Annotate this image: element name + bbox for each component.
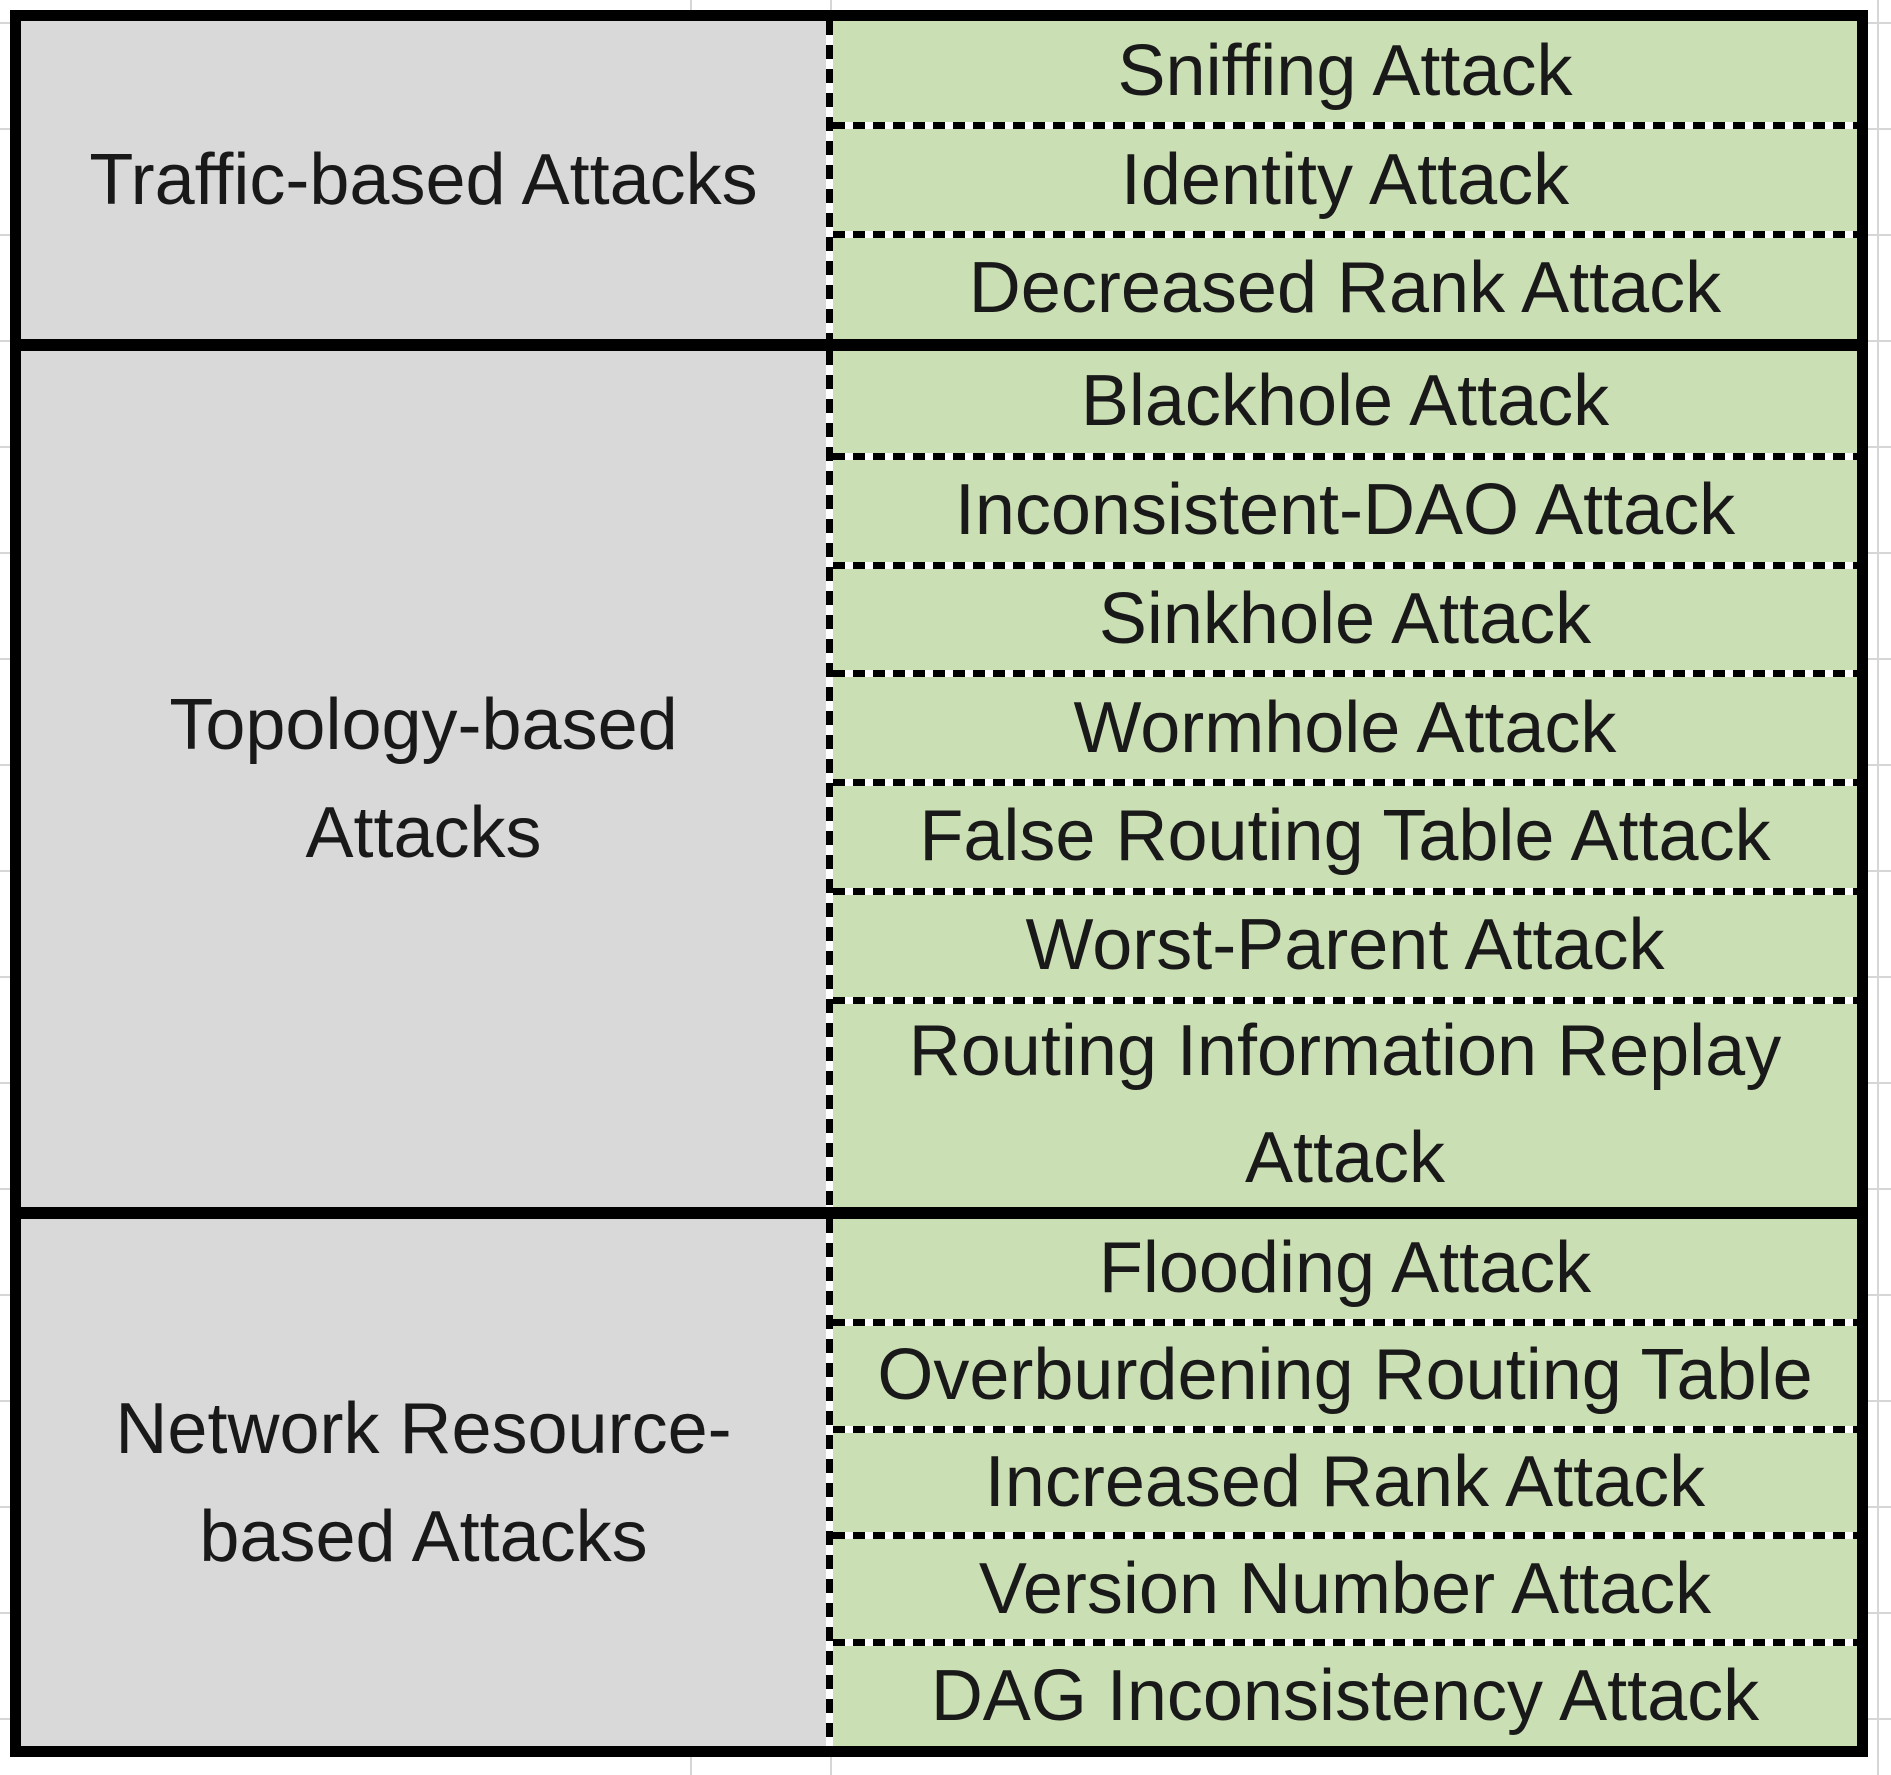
attack-label: Sinkhole Attack <box>1098 578 1592 659</box>
attack-cell-blackhole-attack[interactable]: Blackhole Attack <box>833 351 1857 453</box>
row-divider-dotted <box>833 887 1857 895</box>
column-divider-dashed <box>826 1219 833 1746</box>
row-divider-dotted <box>833 561 1857 569</box>
attack-label: Decreased Rank Attack <box>968 247 1722 328</box>
row-divider-dotted <box>833 1318 1857 1326</box>
attack-cell-inconsistent-dao-attack[interactable]: Inconsistent-DAO Attack <box>833 460 1857 562</box>
category-label: Network Resource-based Attacks <box>115 1388 732 1577</box>
attack-label: Version Number Attack <box>978 1548 1712 1629</box>
column-divider-dashed <box>826 21 833 339</box>
row-divider-dotted <box>833 996 1857 1004</box>
attack-cell-version-number-attack[interactable]: Version Number Attack <box>833 1539 1857 1639</box>
attack-label: Identity Attack <box>1120 139 1570 220</box>
attack-label: DAG Inconsistency Attack <box>930 1655 1760 1736</box>
row-divider-dotted <box>833 122 1857 130</box>
row-divider-dotted <box>833 230 1857 238</box>
category-label: Traffic-based Attacks <box>89 140 758 220</box>
attack-label: Increased Rank Attack <box>984 1442 1706 1522</box>
row-divider-dotted <box>833 779 1857 786</box>
row-divider-dotted <box>833 452 1857 460</box>
row-divider-dotted <box>833 670 1857 678</box>
category-cell-traffic-based-attacks[interactable]: Traffic-based Attacks <box>21 21 826 339</box>
attack-label: Routing Information Replay Attack <box>908 1011 1782 1199</box>
attack-label: Worst-Parent Attack <box>1025 905 1665 986</box>
attack-cell-identity-attack[interactable]: Identity Attack <box>833 129 1857 230</box>
attack-cell-dag-inconsistency-attack[interactable]: DAG Inconsistency Attack <box>833 1646 1857 1746</box>
attack-cell-overburdening-routing-table[interactable]: Overburdening Routing Table <box>833 1326 1857 1426</box>
attack-cell-sniffing-attack[interactable]: Sniffing Attack <box>833 21 1857 122</box>
attack-cell-sinkhole-attack[interactable]: Sinkhole Attack <box>833 569 1857 671</box>
attack-cell-increased-rank-attack[interactable]: Increased Rank Attack <box>833 1433 1857 1533</box>
attack-label: Sniffing Attack <box>1117 31 1573 112</box>
row-divider-dotted <box>833 1639 1857 1647</box>
row-divider-dotted <box>833 1532 1857 1540</box>
attack-label: Blackhole Attack <box>1080 361 1610 442</box>
section-network-resource-based-attacks: Network Resource-based Attacks Flooding A… <box>21 1219 1857 1746</box>
attack-label: Flooding Attack <box>1098 1228 1592 1309</box>
attack-label: Wormhole Attack <box>1073 687 1617 768</box>
attack-label: Inconsistent-DAO Attack <box>954 470 1736 551</box>
attack-cell-false-routing-table-attack[interactable]: False Routing Table Attack <box>833 786 1857 888</box>
attack-cell-wormhole-attack[interactable]: Wormhole Attack <box>833 677 1857 779</box>
section-divider <box>21 1207 1857 1219</box>
attack-cell-decreased-rank-attack[interactable]: Decreased Rank Attack <box>833 238 1857 339</box>
attack-cell-flooding-attack[interactable]: Flooding Attack <box>833 1219 1857 1319</box>
category-cell-topology-based-attacks[interactable]: Topology-based Attacks <box>21 351 826 1207</box>
category-label: Topology-based Attacks <box>169 685 678 873</box>
column-divider-dashed <box>826 351 833 1207</box>
row-divider-dotted <box>833 1425 1857 1433</box>
attack-label: False Routing Table Attack <box>919 796 1771 877</box>
attack-label: Overburdening Routing Table <box>877 1335 1813 1416</box>
category-cell-network-resource-based-attacks[interactable]: Network Resource-based Attacks <box>21 1219 826 1746</box>
section-divider <box>21 339 1857 351</box>
attack-cell-routing-information-replay-attack[interactable]: Routing Information Replay Attack <box>833 1004 1857 1208</box>
attack-cell-worst-parent-attack[interactable]: Worst-Parent Attack <box>833 895 1857 997</box>
